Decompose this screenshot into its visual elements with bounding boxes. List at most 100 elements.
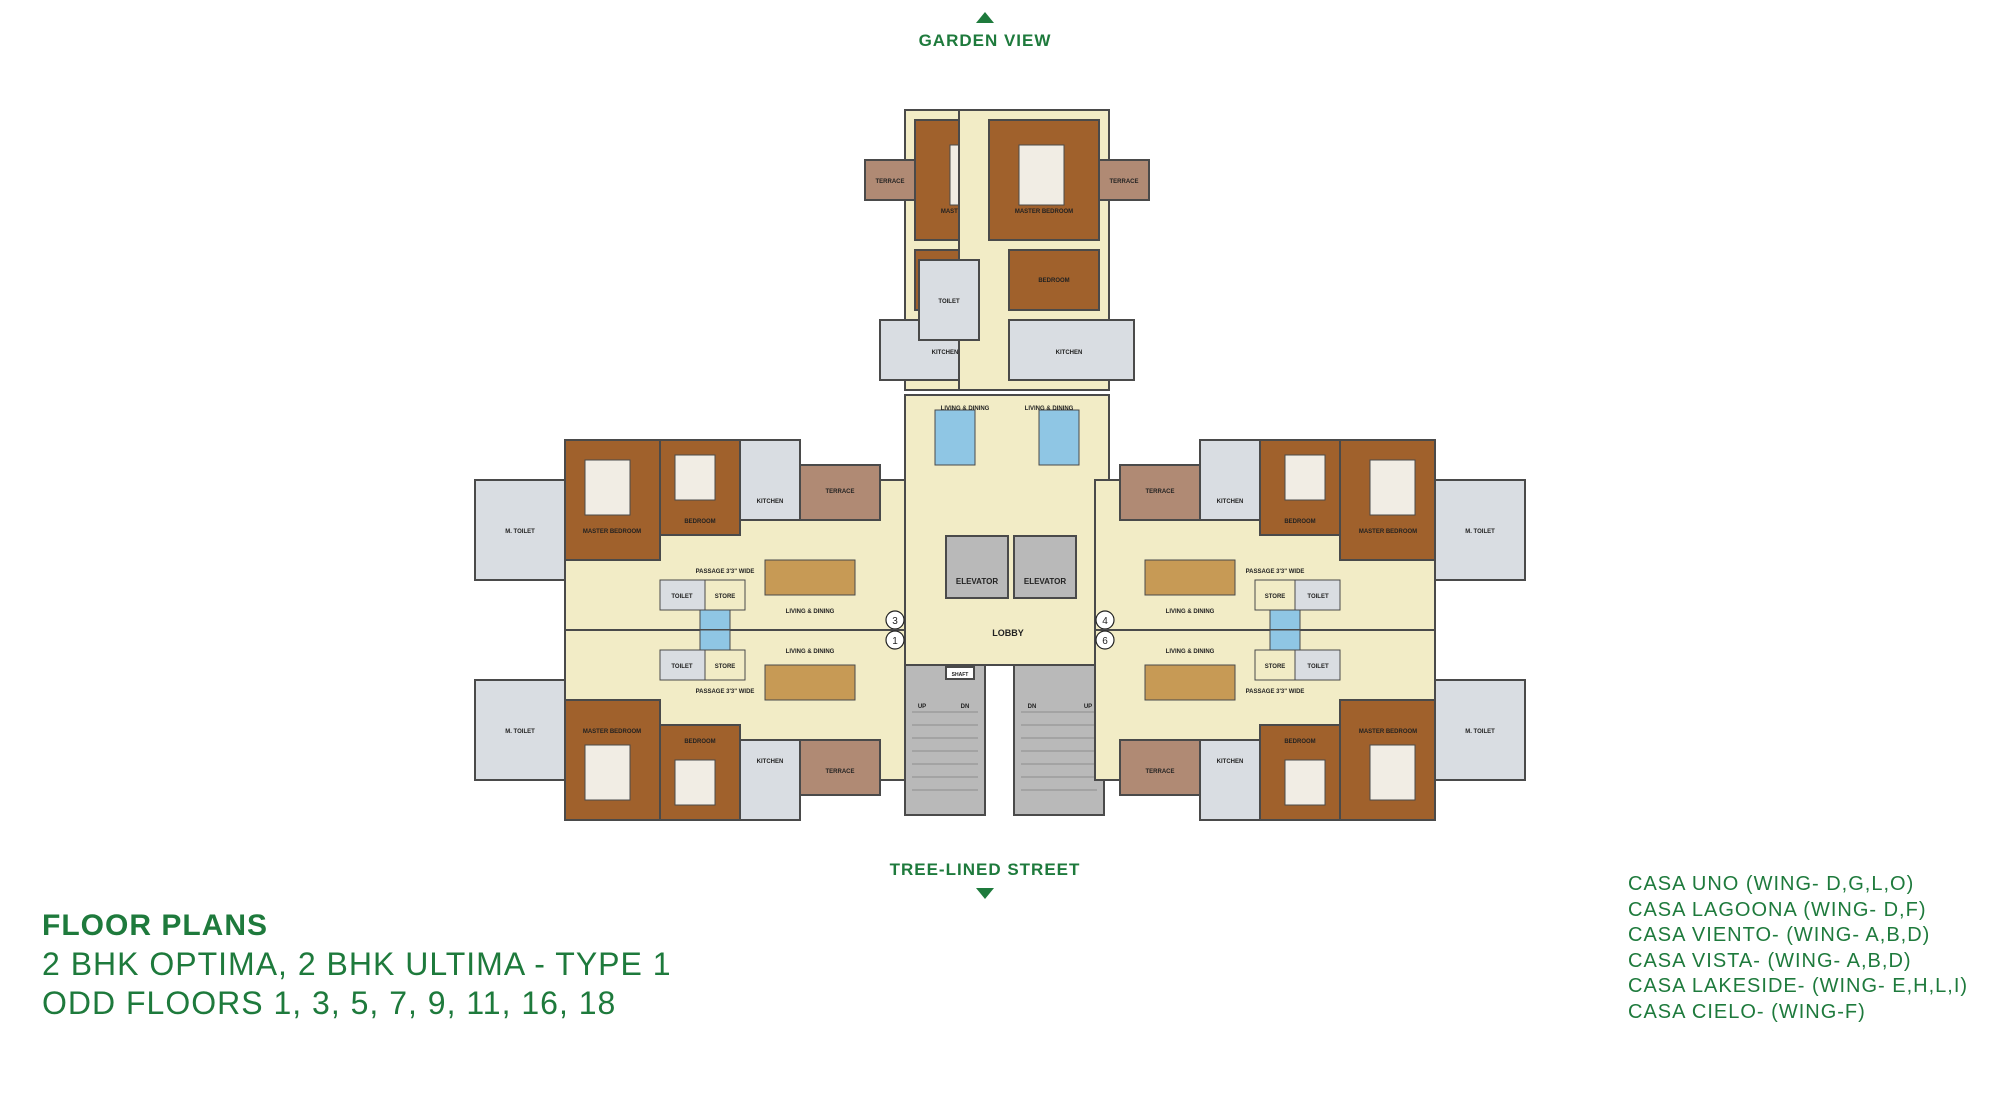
elevator-label: ELEVATOR <box>956 577 998 586</box>
room-label: TERRACE <box>1109 179 1138 185</box>
bedroom <box>1008 249 1100 311</box>
master-toilet <box>474 479 566 581</box>
apartment-unit: MASTER BEDROOM BEDROOM KITCHEN TERRACE M. TO… <box>474 439 906 631</box>
caption-title: FLOOR PLANS <box>42 909 268 942</box>
kitchen <box>739 739 801 821</box>
unit-number: 6 <box>1102 636 1108 647</box>
bed <box>1369 459 1416 516</box>
room-label: STORE <box>715 664 736 670</box>
staircase-left <box>904 664 986 816</box>
terrace <box>1119 464 1201 521</box>
shaft-label: SHAFT <box>952 672 969 678</box>
room-label: M. TOILET <box>505 529 535 535</box>
room-label: PASSAGE 3'3" WIDE <box>696 689 755 695</box>
wing-item: CASA LAGOONA (WING- D,F) <box>1628 898 1927 921</box>
lobby-label: LOBBY <box>992 628 1024 638</box>
toilet <box>659 649 706 681</box>
staircase-right <box>1013 664 1105 816</box>
bed <box>1284 759 1326 806</box>
room-label: KITCHEN <box>757 499 784 505</box>
room-label: TOILET <box>1307 594 1329 600</box>
arrow-up-icon <box>976 12 994 23</box>
stair-up-label: UP <box>1084 704 1092 710</box>
room-label: TOILET <box>671 664 693 670</box>
wing-item: CASA UNO (WING- D,G,L,O) <box>1628 873 1915 895</box>
room-label: LIVING & DINING <box>1025 406 1074 412</box>
room-label: STORE <box>715 594 736 600</box>
caption-floors: ODD FLOORS 1, 3, 5, 7, 9, 11, 16, 18 <box>42 985 617 1021</box>
garden-view-label: GARDEN VIEW <box>918 31 1052 50</box>
elevator-left <box>945 535 1009 599</box>
room-label: BEDROOM <box>1284 739 1315 745</box>
master-toilet <box>1434 679 1526 781</box>
stair-up-label: UP <box>918 704 926 710</box>
bed <box>1369 744 1416 801</box>
room-label: M. TOILET <box>1465 729 1495 735</box>
room-label: TOILET <box>1307 664 1329 670</box>
terrace <box>864 159 916 201</box>
room-label: MASTER BEDROOM <box>583 529 641 535</box>
kitchen <box>1199 439 1261 521</box>
unit-number-badge <box>1095 630 1115 650</box>
room-label: LIVING & DINING <box>786 649 835 655</box>
room-label: TOILET <box>938 299 960 305</box>
sofa <box>1144 559 1236 596</box>
room-label: BEDROOM <box>684 519 715 525</box>
bed <box>1284 454 1326 501</box>
unit-number: 4 <box>1102 616 1108 627</box>
room-label: M. TOILET <box>505 729 535 735</box>
floor-plan-diagram: ELEVATOR ELEVATOR LOBBY UP DN DN UP SHAFT MASTER… <box>474 109 1526 821</box>
toilet <box>659 579 706 611</box>
wing-list: CASA UNO (WING- D,G,L,O) CASA LAGOONA (W… <box>1628 872 1968 1025</box>
elevator-label: ELEVATOR <box>1024 577 1066 586</box>
room-label: LIVING & DINING <box>1166 649 1215 655</box>
room-label: PASSAGE 3'3" WIDE <box>1246 689 1305 695</box>
unit-number: 1 <box>892 636 898 647</box>
room-label: MASTER BEDROOM <box>1015 209 1073 215</box>
room-label: TOILET <box>671 594 693 600</box>
shaft <box>945 666 975 680</box>
store <box>1254 579 1296 611</box>
stair-dn-label: DN <box>961 704 970 710</box>
kitchen <box>1008 319 1135 381</box>
room-label: MASTER BEDROOM <box>1359 729 1417 735</box>
caption-unit-types: 2 BHK OPTIMA, 2 BHK ULTIMA - TYPE 1 <box>42 946 672 982</box>
room-label: PASSAGE 3'3" WIDE <box>1246 569 1305 575</box>
room-label: LIVING & DINING <box>1166 609 1215 615</box>
room-label: KITCHEN <box>932 350 959 356</box>
stair-dn-label: DN <box>1028 704 1037 710</box>
room-label: LIVING & DINING <box>786 609 835 615</box>
kitchen <box>1199 739 1261 821</box>
elevator-right <box>1013 535 1077 599</box>
dining-table <box>934 409 976 466</box>
bed <box>584 459 631 516</box>
arrow-down-icon <box>976 888 994 899</box>
wing-item: CASA CIELO- (WING-F) <box>1628 1000 1866 1023</box>
room-label: TERRACE <box>825 769 854 775</box>
room-label: PASSAGE 3'3" WIDE <box>696 569 755 575</box>
room-label: KITCHEN <box>1056 350 1083 356</box>
sofa <box>1144 664 1236 701</box>
unit-number-badge <box>885 630 905 650</box>
terrace <box>1119 739 1201 796</box>
room-label: MASTER BEDROOM <box>583 729 641 735</box>
bed <box>674 454 716 501</box>
bed <box>674 759 716 806</box>
room-label: TERRACE <box>875 179 904 185</box>
terrace <box>799 739 881 796</box>
sofa <box>764 559 856 596</box>
toilet <box>1294 579 1341 611</box>
room-label: KITCHEN <box>1217 759 1244 765</box>
garden-view-indicator: GARDEN VIEW <box>0 12 1985 51</box>
store <box>1254 649 1296 681</box>
bed <box>1018 144 1065 206</box>
room-label: TERRACE <box>825 489 854 495</box>
master-toilet <box>474 679 566 781</box>
sofa <box>764 664 856 701</box>
wing-item: CASA VIENTO- (WING- A,B,D) <box>1628 924 1931 946</box>
room-label: TERRACE <box>1145 489 1174 495</box>
wing-item: CASA VISTA- (WING- A,B,D) <box>1628 949 1912 972</box>
